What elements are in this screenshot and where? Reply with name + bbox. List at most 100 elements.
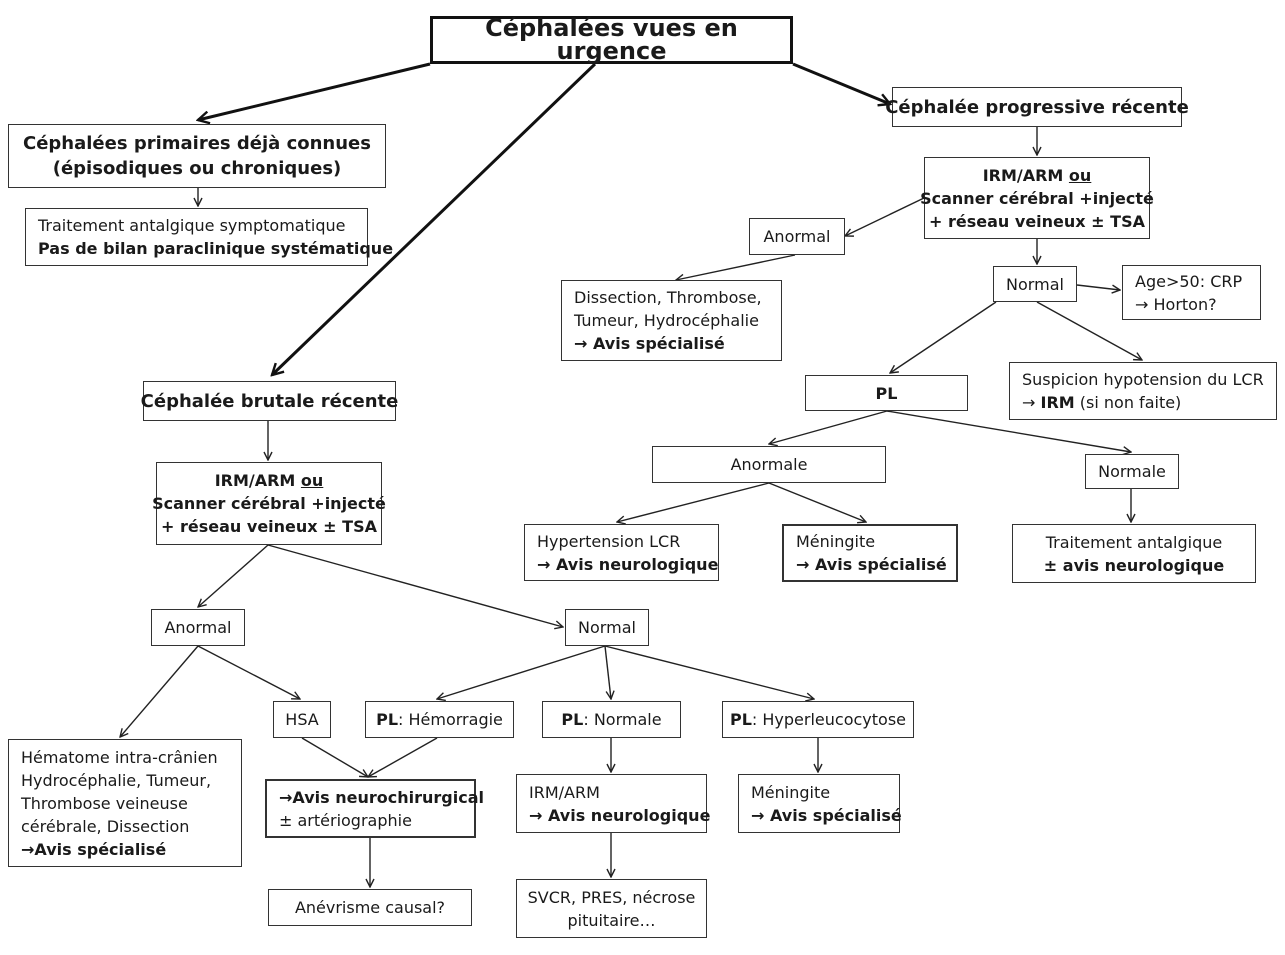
svcr-box: SVCR, PRES, nécrose pituitaire… <box>516 879 707 938</box>
imaging-left-line1b: ou <box>300 471 324 490</box>
primaires-box: Céphalées primaires déjà connues (épisod… <box>8 124 386 188</box>
arrow-anormal-to-hsa <box>197 645 300 699</box>
primaires-line2: (épisodiques ou chroniques) <box>52 158 342 179</box>
pl-hyperleuco-a: PL <box>730 710 752 729</box>
imaging-right-line2: Scanner cérébral +injecté <box>920 188 1154 208</box>
imaging-left-line1a: IRM/ARM <box>214 471 301 490</box>
anormale-box: Anormale <box>652 446 886 483</box>
normal-right-box: Normal <box>993 266 1077 302</box>
suspicion-line2: → IRM (si non faite) <box>1022 391 1181 414</box>
hematome-box: Hématome intra-crânien Hydrocéphalie, Tu… <box>8 739 242 867</box>
imaging-left-line2: Scanner cérébral +injecté <box>152 494 386 513</box>
hematome-line1: Hématome intra-crânien <box>21 747 218 767</box>
suspicion-line2c: (si non faite) <box>1074 393 1182 412</box>
pl-hyperleuco-box: PL: Hyperleucocytose <box>722 701 914 738</box>
neurochir-box: →Avis neurochirurgical ± artériographie <box>265 779 484 838</box>
age-line2: → Horton? <box>1135 294 1217 314</box>
dissection-line2: Tumeur, Hydrocéphalie <box>574 311 759 330</box>
hypertension-line2: → Avis neurologique <box>537 554 719 574</box>
imaging-left-line1: IRM/ARM ou <box>215 469 324 492</box>
dissection-line1: Dissection, Thrombose, <box>574 288 762 307</box>
dissection-line3: → Avis spécialisé <box>574 334 725 353</box>
anormal-left-text: Anormal <box>164 618 232 637</box>
irm-arm-line2: → Avis neurologique <box>529 805 711 825</box>
normale-box: Normale <box>1085 454 1179 489</box>
pl-hemorragie-text: PL: Hémorragie <box>376 708 503 731</box>
pl-hemorragie-b: : Hémorragie <box>398 710 503 729</box>
neurochir-line1: →Avis neurochirurgical <box>279 787 484 807</box>
neurochir-line2: ± artériographie <box>279 810 412 830</box>
meningite-left-box: Méningite → Avis spécialisé <box>738 774 902 833</box>
age-line1: Age>50: CRP <box>1135 271 1243 291</box>
arrow-anormal-to-hematome <box>120 645 199 737</box>
traitement-antalgique-box: Traitement antalgique ± avis neurologiqu… <box>1012 524 1256 583</box>
arrow-normal-to-age <box>1076 284 1120 290</box>
pl-hyperleuco-b: : Hyperleucocytose <box>751 710 906 729</box>
arrow-normal-to-pl-hemorragie <box>437 645 606 699</box>
irm-arm-box: IRM/ARM → Avis neurologique <box>516 774 711 833</box>
hsa-text: HSA <box>285 710 319 729</box>
title-text: Céphalées vues en urgence <box>485 14 738 65</box>
arrow-title-to-brutale <box>272 62 597 375</box>
arrow-title-to-primaires <box>198 62 431 120</box>
arrow-pl-hemorragie-to-neurochir <box>368 737 438 777</box>
meningite-right-box: Méningite → Avis spécialisé <box>782 524 958 582</box>
traitement-antalgique-line2: ± avis neurologique <box>1043 555 1225 575</box>
pl-hemorragie-box: PL: Hémorragie <box>365 701 514 738</box>
progressive-text: Céphalée progressive récente <box>885 96 1189 118</box>
pl-hyperleuco-text: PL: Hyperleucocytose <box>730 708 906 731</box>
pl-right-box: PL <box>805 375 968 411</box>
imaging-right-line1b: ou <box>1068 165 1092 185</box>
normale-text: Normale <box>1098 462 1166 481</box>
primaires-line1: Céphalées primaires déjà connues <box>23 133 371 154</box>
hypertension-box: Hypertension LCR → Avis neurologique <box>524 524 719 581</box>
traitement-antalgique-line1: Traitement antalgique <box>1045 532 1223 552</box>
arrow-normal-to-pl-normale <box>604 645 611 699</box>
pl-normale-box: PL: Normale <box>542 701 681 738</box>
anormal-right-box: Anormal <box>749 218 845 255</box>
imaging-left-box: IRM/ARM ou Scanner cérébral +injecté + r… <box>152 462 386 545</box>
brutale-text: Céphalée brutale récente <box>140 390 399 412</box>
suspicion-line2a: → <box>1022 393 1041 412</box>
arrow-normal-to-suspicion <box>1036 301 1142 360</box>
suspicion-line1: Suspicion hypotension du LCR <box>1022 370 1264 389</box>
progressive-box: Céphalée progressive récente <box>885 87 1189 127</box>
age-box: Age>50: CRP → Horton? <box>1122 265 1261 320</box>
imaging-right-box: IRM/ARM ou Scanner cérébral +injecté + r… <box>920 157 1154 239</box>
hematome-line5: →Avis spécialisé <box>21 839 167 859</box>
diagram-title: Céphalées vues en urgence <box>430 16 793 64</box>
svcr-line2: pituitaire… <box>567 910 656 930</box>
arrow-anormale-to-meningite <box>768 482 866 522</box>
suspicion-box: Suspicion hypotension du LCR → IRM (si n… <box>1009 362 1277 420</box>
normal-left-box: Normal <box>565 609 649 646</box>
imaging-right-line1a: IRM/ARM <box>982 165 1069 185</box>
hypertension-line1: Hypertension LCR <box>537 531 681 551</box>
meningite-left-line1: Méningite <box>751 782 831 802</box>
arrow-normal-to-pl <box>890 301 997 373</box>
suspicion-line2b: IRM <box>1040 393 1075 412</box>
pl-normale-b: : Normale <box>583 710 662 729</box>
dissection-box: Dissection, Thrombose, Tumeur, Hydrocéph… <box>561 280 782 361</box>
svcr-line1: SVCR, PRES, nécrose <box>527 887 696 907</box>
arrow-pl-to-normale <box>886 410 1131 452</box>
arrow-anormal-to-dissection <box>676 254 796 280</box>
pl-normale-a: PL <box>561 710 584 729</box>
arrow-normal-to-pl-hyperleuco <box>604 645 814 699</box>
anevrisme-text: Anévrisme causal? <box>294 898 446 917</box>
normal-right-text: Normal <box>1006 274 1064 294</box>
arrow-title-to-progressive <box>792 62 890 104</box>
irm-arm-line1: IRM/ARM <box>529 782 600 802</box>
hematome-line4: cérébrale, Dissection <box>21 816 190 836</box>
meningite-right-line1: Méningite <box>796 532 876 551</box>
imaging-right-line1: IRM/ARM ou <box>983 164 1092 187</box>
pl-right-text: PL <box>875 383 898 403</box>
anormale-text: Anormale <box>730 455 808 474</box>
pl-normale-text: PL: Normale <box>561 708 661 731</box>
hematome-line2: Hydrocéphalie, Tumeur, <box>21 770 212 790</box>
normal-left-text: Normal <box>578 618 636 637</box>
arrow-pl-to-anormale <box>769 410 888 444</box>
anevrisme-box: Anévrisme causal? <box>268 889 472 926</box>
anormal-left-box: Anormal <box>151 609 245 646</box>
pl-hemorragie-a: PL <box>376 710 399 729</box>
